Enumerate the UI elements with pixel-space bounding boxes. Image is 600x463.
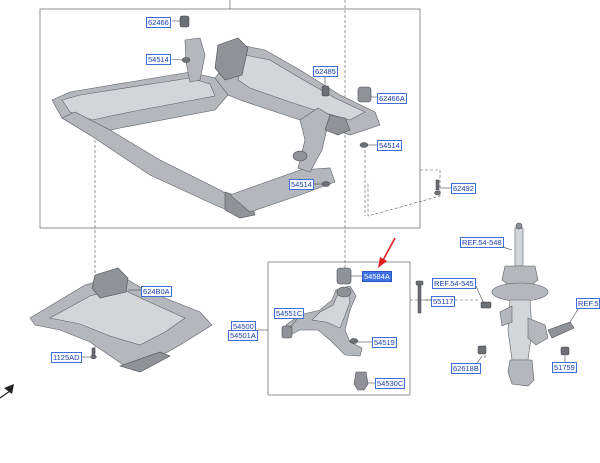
nut-51759: [560, 346, 570, 356]
bushing-54551C: [281, 325, 293, 339]
label-62492[interactable]: 62492: [451, 183, 476, 194]
lower-arm-group-frame: [267, 261, 411, 396]
label-624B0A[interactable]: 624B0A: [141, 286, 172, 297]
washer-54514-left: [181, 57, 191, 63]
label-62466A[interactable]: 62466A: [377, 93, 407, 104]
bushing-62485: [321, 85, 330, 97]
label-54514-right[interactable]: 54514: [377, 140, 402, 151]
front-subframe: [51, 37, 381, 219]
label-54551C[interactable]: 54551C: [274, 308, 305, 319]
washer-54514-bottom: [321, 181, 331, 187]
label-54501A[interactable]: 54501A: [228, 330, 258, 341]
bolt-55117: [417, 282, 422, 314]
bolt-62492: [435, 179, 440, 191]
label-54519[interactable]: 54519: [372, 337, 397, 348]
label-54530C[interactable]: 54530C: [375, 378, 406, 389]
label-54514-bottom[interactable]: 54514: [289, 179, 314, 190]
label-62485[interactable]: 62485: [313, 66, 338, 77]
washer-54519: [349, 338, 359, 344]
bushing-62466A: [357, 86, 372, 103]
under-cover: [29, 267, 213, 373]
label-1125AD[interactable]: 1125AD: [51, 352, 82, 363]
washer-54514-right: [359, 142, 369, 148]
bushing-62466: [179, 15, 190, 28]
label-ref-5[interactable]: REF.5: [576, 298, 600, 309]
label-ref-54-545[interactable]: REF.54-545: [432, 278, 476, 289]
ball-joint-54530C: [353, 371, 369, 391]
nut-62618B: [477, 345, 487, 355]
bushing-54584A: [336, 267, 352, 285]
label-ref-54-548[interactable]: REF.54-548: [460, 237, 504, 248]
label-54584A[interactable]: 54584A: [362, 271, 392, 282]
lower-control-arm: [281, 267, 363, 357]
callout-arrow: [378, 237, 396, 268]
bolt-1125AD: [91, 347, 96, 357]
label-54514-left[interactable]: 54514: [146, 54, 171, 65]
front-direction-icon: [0, 384, 14, 399]
strut-assembly: [491, 222, 575, 387]
label-51759[interactable]: 51759: [552, 362, 577, 373]
label-55117[interactable]: 55117: [431, 296, 456, 307]
label-62466[interactable]: 62466: [146, 17, 171, 28]
label-62618B[interactable]: 62618B: [451, 363, 481, 374]
